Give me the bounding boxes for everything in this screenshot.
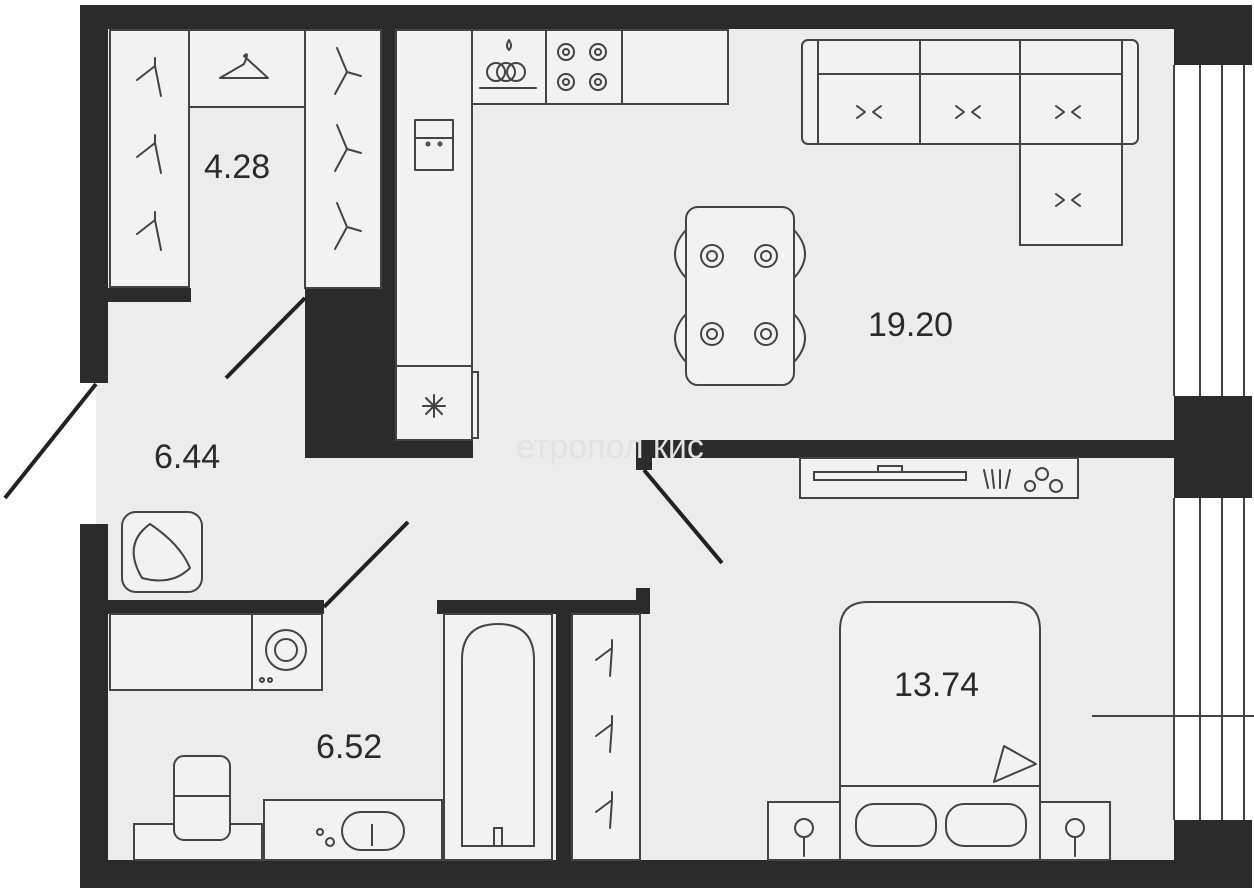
- area-label-wardrobe: 4.28: [204, 148, 270, 186]
- watermark: етропол кис: [516, 428, 704, 466]
- dishwasher-icon: [479, 39, 537, 89]
- kitchen-sink-icon: [414, 119, 454, 171]
- hanger-icon: [595, 639, 613, 829]
- fridge-icon: [422, 394, 446, 418]
- wardrobe-furniture: [109, 29, 382, 289]
- dining-table: [674, 206, 806, 386]
- lamp-icon: [794, 818, 1085, 857]
- tv-console: [799, 457, 1079, 499]
- washing-machine-icon: [259, 629, 307, 683]
- washbasin-icon: [263, 799, 443, 861]
- hanger-icon: [136, 47, 362, 251]
- kitchen-furniture: [395, 29, 729, 441]
- window-top: [1173, 65, 1252, 396]
- area-label-kitchen-living: 19.20: [868, 306, 953, 344]
- bathtub-icon: [443, 613, 553, 861]
- bed: [767, 601, 1111, 861]
- sofa: [801, 39, 1139, 246]
- window-bottom: [1173, 498, 1252, 820]
- bathroom-door: [322, 520, 410, 609]
- toilet-icon: [133, 755, 263, 861]
- walls: [80, 5, 1252, 888]
- doors: [3, 296, 724, 609]
- wardrobe-door: [224, 296, 307, 380]
- bedroom-door: [642, 468, 724, 565]
- stove-icon: [557, 43, 607, 91]
- area-label-hall: 6.44: [154, 438, 220, 476]
- area-label-bathroom: 6.52: [316, 728, 382, 766]
- bedroom-wardrobe: [571, 613, 641, 861]
- bathroom-fixtures: [109, 613, 553, 861]
- area-label-bedroom: 13.74: [894, 666, 979, 704]
- entrance-door: [3, 382, 98, 500]
- armchair-icon: [121, 511, 203, 593]
